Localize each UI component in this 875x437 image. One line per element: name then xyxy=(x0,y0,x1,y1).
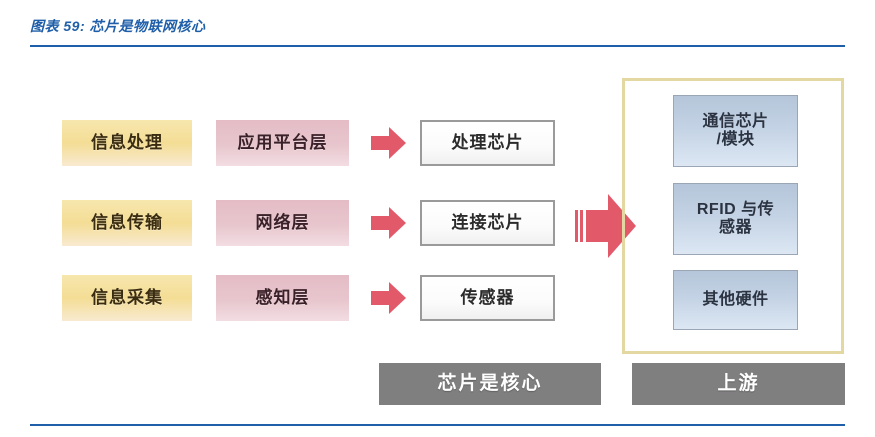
info-box-1: 信息处理 xyxy=(62,120,192,166)
upstream-box-1-line1: 通信芯片 xyxy=(702,112,769,130)
upstream-bar-label: 上游 xyxy=(717,373,760,395)
upstream-box-2-line2: 感器 xyxy=(718,219,752,236)
figure-title: 图表 59: 芯片是物联网核心 xyxy=(30,18,206,34)
upstream-box-2-line1: RFID 与传 xyxy=(696,200,775,218)
upstream-box-2: RFID 与传 感器 xyxy=(673,183,798,255)
layer-box-1: 应用平台层 xyxy=(216,120,349,166)
chip-box-2-label: 连接芯片 xyxy=(451,213,524,233)
title-divider-top xyxy=(30,45,845,47)
right-arrow-icon xyxy=(371,207,406,239)
chip-box-1-label: 处理芯片 xyxy=(451,133,524,153)
chip-is-core-bar: 芯片是核心 xyxy=(379,363,601,405)
chip-is-core-bar-label: 芯片是核心 xyxy=(437,373,543,395)
layer-box-3-label: 感知层 xyxy=(255,288,310,308)
info-box-3: 信息采集 xyxy=(62,275,192,321)
figure-divider-bottom xyxy=(30,424,845,426)
upstream-group-frame xyxy=(622,78,844,354)
info-box-2-label: 信息传输 xyxy=(91,213,163,233)
chip-box-3-label: 传感器 xyxy=(460,288,515,308)
layer-box-2: 网络层 xyxy=(216,200,349,246)
chip-box-3: 传感器 xyxy=(420,275,555,321)
layer-box-2-label: 网络层 xyxy=(255,213,310,233)
chip-box-2: 连接芯片 xyxy=(420,200,555,246)
chip-box-1: 处理芯片 xyxy=(420,120,555,166)
info-box-3-label: 信息采集 xyxy=(91,288,163,308)
large-right-arrow-icon xyxy=(575,194,636,258)
right-arrow-icon xyxy=(371,282,406,314)
layer-box-3: 感知层 xyxy=(216,275,349,321)
info-box-2: 信息传输 xyxy=(62,200,192,246)
info-box-1-label: 信息处理 xyxy=(91,133,163,153)
right-arrow-icon xyxy=(371,127,406,159)
upstream-box-3: 其他硬件 xyxy=(673,270,798,330)
layer-box-1-label: 应用平台层 xyxy=(237,133,328,153)
upstream-box-3-line1: 其他硬件 xyxy=(702,290,769,308)
upstream-box-1: 通信芯片 /模块 xyxy=(673,95,798,167)
upstream-box-1-line2: /模块 xyxy=(716,131,755,148)
upstream-bar: 上游 xyxy=(632,363,845,405)
